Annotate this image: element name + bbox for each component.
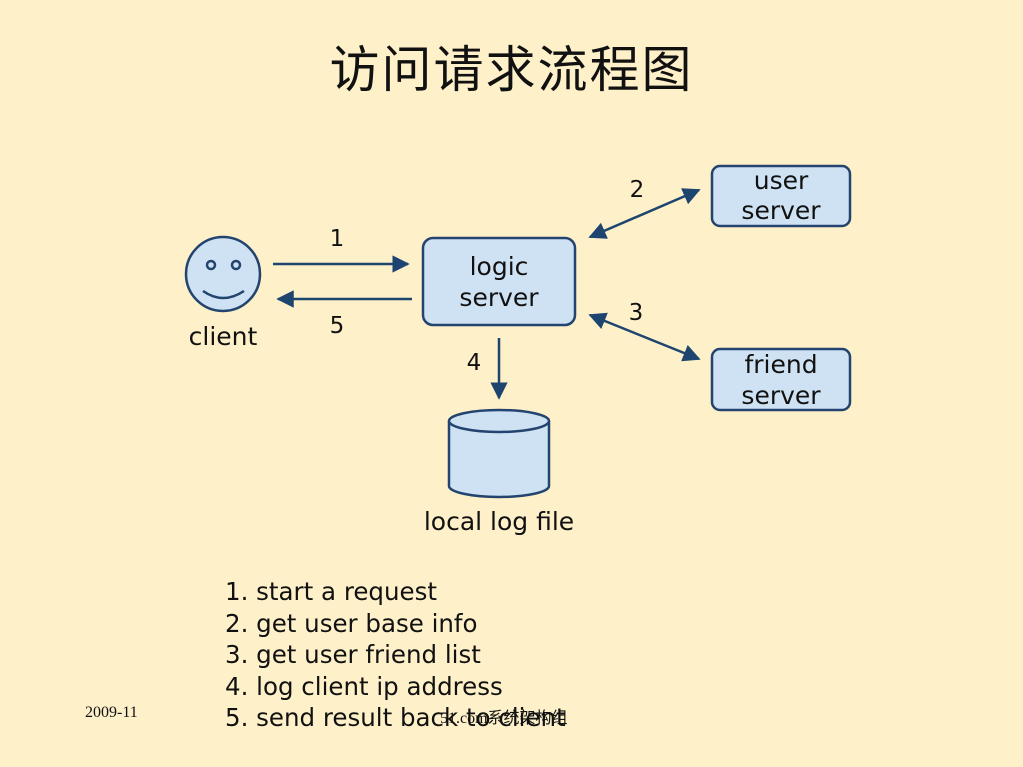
arrow-2-user-server xyxy=(588,188,701,239)
friend-server-node: friend server xyxy=(710,347,852,412)
footer-date: 2009-11 xyxy=(85,704,138,721)
edge-label-1: 1 xyxy=(330,226,345,252)
edge-label-3: 3 xyxy=(629,300,644,326)
step-item: 1. start a request xyxy=(225,577,437,606)
logic-server-label-line2: server xyxy=(459,283,539,312)
footer-org: 51.com系统架构组 xyxy=(440,710,568,727)
friend-server-label-line1: friend xyxy=(744,350,817,379)
friend-server-label-line2: server xyxy=(741,381,821,410)
log-file-label: local log file xyxy=(424,507,574,536)
step-item: 4. log client ip address xyxy=(225,671,503,701)
step-item: 5. send result back to client xyxy=(225,703,566,732)
edge-label-2: 2 xyxy=(630,177,645,203)
database-icon xyxy=(447,408,551,499)
page-title: 访问请求流程图 xyxy=(329,41,694,99)
edge-label-4: 4 xyxy=(467,350,482,376)
step-item: 3. get user friend list xyxy=(225,640,481,669)
logic-server-node: logic server xyxy=(421,236,577,327)
logic-server-label-line1: logic xyxy=(470,252,529,281)
client-label: client xyxy=(189,322,258,351)
user-server-node: user server xyxy=(710,164,852,228)
steps-list: 1. start a request 2. get user base info… xyxy=(225,576,566,734)
user-server-label-line2: server xyxy=(741,196,821,225)
step-item: 2. get user base info xyxy=(225,608,478,638)
arrow-3-friend-server xyxy=(588,312,701,362)
user-server-label-line1: user xyxy=(754,166,809,195)
client-icon xyxy=(184,235,262,313)
edge-label-5: 5 xyxy=(330,313,345,339)
